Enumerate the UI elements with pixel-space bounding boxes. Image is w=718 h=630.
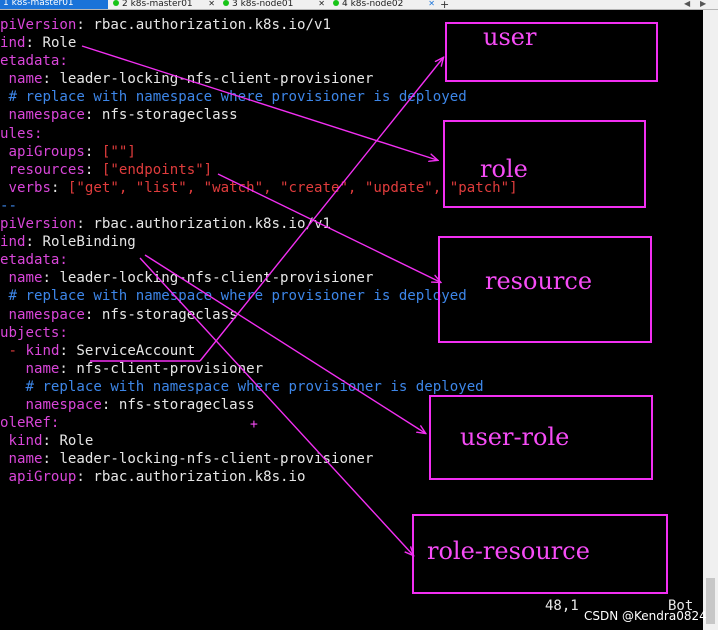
close-tab-icon[interactable]: ✕ [428,0,435,8]
annotation-box-user-role [429,395,653,480]
yaml-line: ules: [0,125,43,142]
yaml-comment: # replace with namespace where provision… [8,89,467,106]
close-tab-icon[interactable]: ✕ [318,0,325,8]
tab-label: 1 k8s-master01 [3,0,74,8]
yaml-line: etadata: [0,252,68,269]
tab-label: 2 k8s-master01 [122,0,193,9]
annotation-label-user-role: user-role [460,423,570,451]
yaml-line: resources: ["endpoints"] [8,161,213,178]
watermark-text: CSDN @Kendra0824 [584,609,707,623]
yaml-separator: -- [0,197,17,214]
yaml-line: name: nfs-client-provisioner [25,360,264,377]
tab-k8s-node02[interactable]: 4 k8s-node02 ✕ [330,0,438,9]
add-tab-button[interactable]: + [440,0,450,10]
annotation-box-role [443,120,646,208]
annotation-label-role: role [480,155,528,183]
yaml-line: piVersion: rbac.authorization.k8s.io/v1 [0,216,331,233]
tab-bar: 1 k8s-master01 2 k8s-master01 ✕ 3 k8s-no… [0,0,718,10]
cursor-position: 48,1 [545,598,579,614]
tab-label: 3 k8s-node01 [232,0,294,9]
tab-next-icon[interactable]: ▶ [700,0,707,8]
yaml-comment: # replace with namespace where provision… [25,378,484,395]
tab-k8s-master01-1[interactable]: 1 k8s-master01 [0,0,108,9]
yaml-line: ind: Role [0,35,77,52]
connected-icon [113,0,119,6]
vertical-scrollbar[interactable] [703,10,718,630]
yaml-line: etadata: [0,53,68,70]
tab-prev-icon[interactable]: ◀ [684,0,691,8]
yaml-line: ind: RoleBinding [0,234,136,251]
yaml-line: ubjects: [0,324,68,341]
yaml-line: oleRef: [0,415,60,432]
annotation-label-user: user [483,23,537,51]
annotation-box-user [445,22,658,82]
connected-icon [223,0,229,6]
close-tab-icon[interactable]: ✕ [208,0,215,8]
yaml-line: piVersion: rbac.authorization.k8s.io/v1 [0,17,331,33]
tab-k8s-node01[interactable]: 3 k8s-node01 ✕ [220,0,328,9]
tab-label: 4 k8s-node02 [342,0,404,9]
annotation-label-resource: resource [485,267,593,295]
yaml-line: kind: Role [8,433,94,450]
yaml-line: - kind: ServiceAccount [8,342,196,359]
connected-icon [333,0,339,6]
scroll-indicator: Bot [668,598,694,614]
annotation-label-role-resource: role-resource [427,537,590,565]
cursor-plus-mark: + [250,417,258,432]
tab-k8s-master01-2[interactable]: 2 k8s-master01 ✕ [110,0,218,9]
scrollbar-thumb[interactable] [706,578,715,624]
